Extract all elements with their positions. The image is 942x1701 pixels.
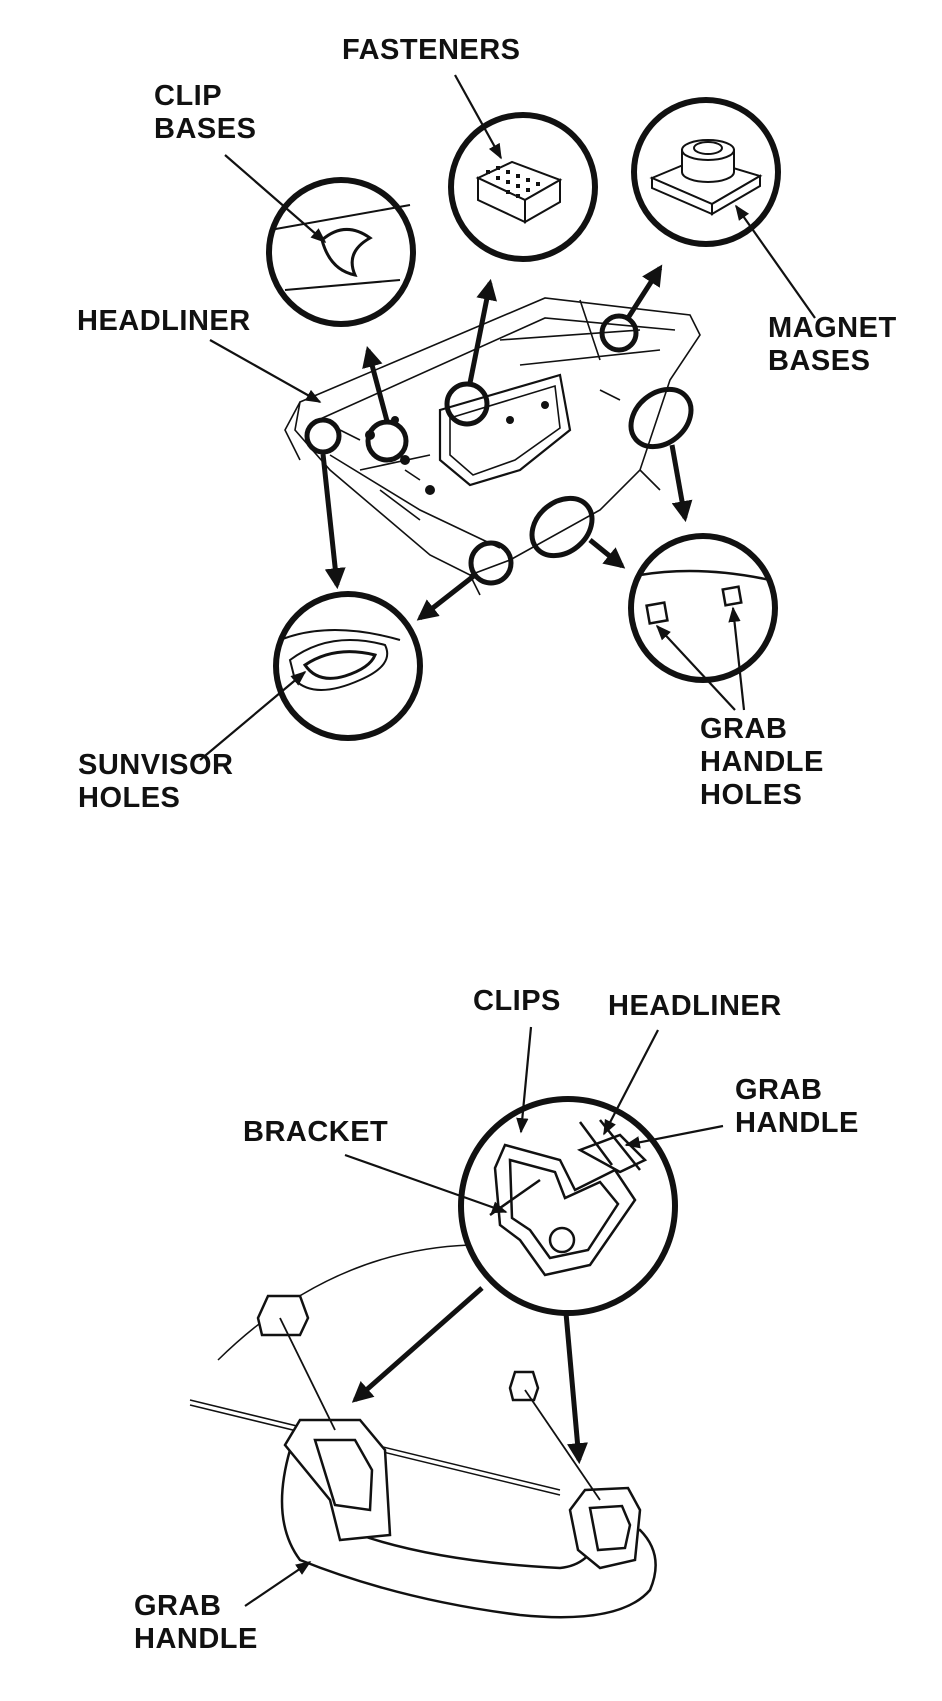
marker-rings [304, 313, 694, 586]
label-clips: CLIPS [473, 985, 561, 1017]
label-sunvisor-holes: SUNVISOR HOLES [78, 749, 234, 814]
label-clip-bases: CLIP BASES [154, 80, 257, 145]
headliner-panel [284, 297, 701, 596]
bracket-clip-detail [489, 1119, 648, 1277]
label-headliner-top: HEADLINER [77, 305, 251, 337]
grab-handle-holes-bottom [256, 1294, 540, 1402]
label-headliner-bottom: HEADLINER [608, 990, 782, 1022]
bottom-arrows [351, 1286, 588, 1465]
leader-lines-bottom [244, 1026, 724, 1607]
label-bracket: BRACKET [243, 1116, 389, 1148]
label-grab-handle-top: GRAB HANDLE [735, 1074, 859, 1139]
fastener-block-icon [475, 160, 563, 224]
label-fasteners: FASTENERS [342, 34, 521, 66]
leader-lines-top [199, 74, 816, 761]
detail-circle-sunvisor-holes [273, 591, 423, 741]
label-grab-handle-bottom: GRAB HANDLE [134, 1590, 258, 1655]
label-magnet-bases: MAGNET BASES [768, 312, 897, 377]
detail-arrows [320, 264, 693, 621]
grab-handle-part [280, 1418, 657, 1619]
magnet-base-icon [649, 139, 763, 216]
label-grab-handle-holes: GRAB HANDLE HOLES [700, 713, 824, 811]
